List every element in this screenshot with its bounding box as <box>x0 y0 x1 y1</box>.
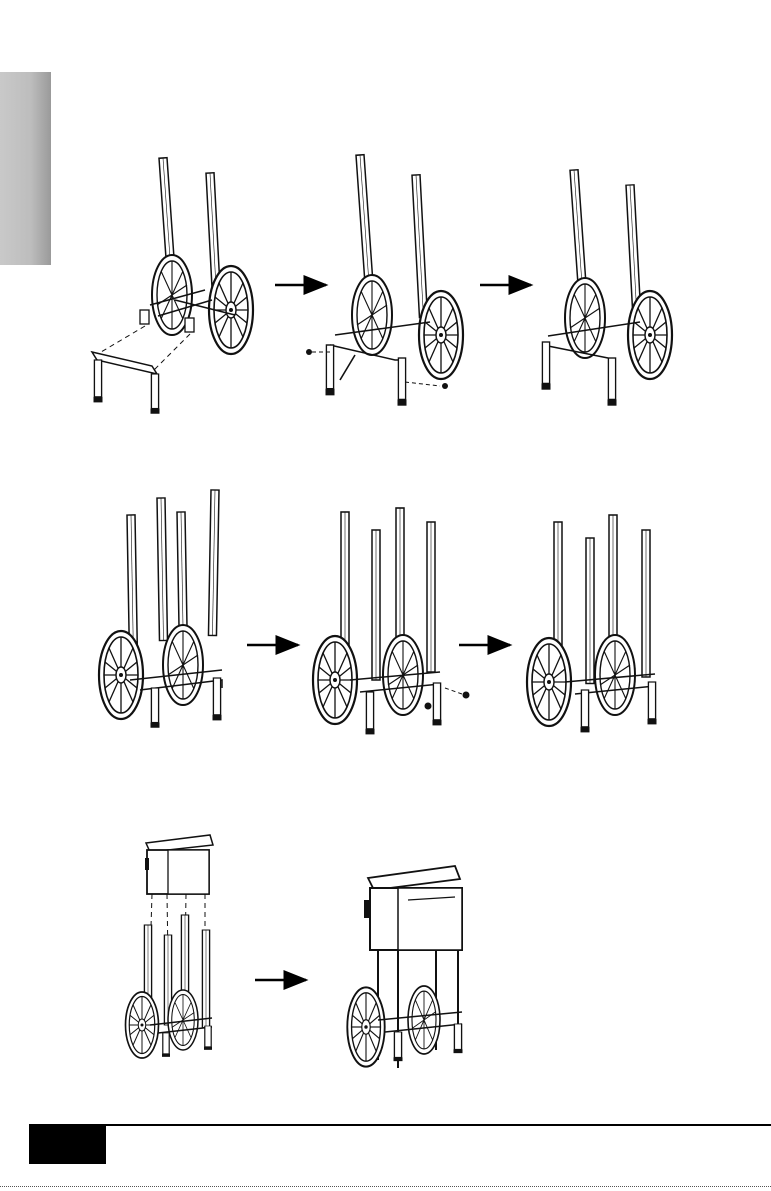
step-mount-cabinet <box>126 835 214 1058</box>
step-insert-bolts <box>306 155 463 406</box>
step-posts-assembled <box>527 515 657 732</box>
step-cabinet-mounted <box>347 866 462 1068</box>
step-attach-leg-frame <box>92 158 253 414</box>
step-secure-posts <box>313 508 470 734</box>
step-frame-assembled <box>542 170 673 406</box>
step-insert-upright-posts <box>99 490 222 728</box>
